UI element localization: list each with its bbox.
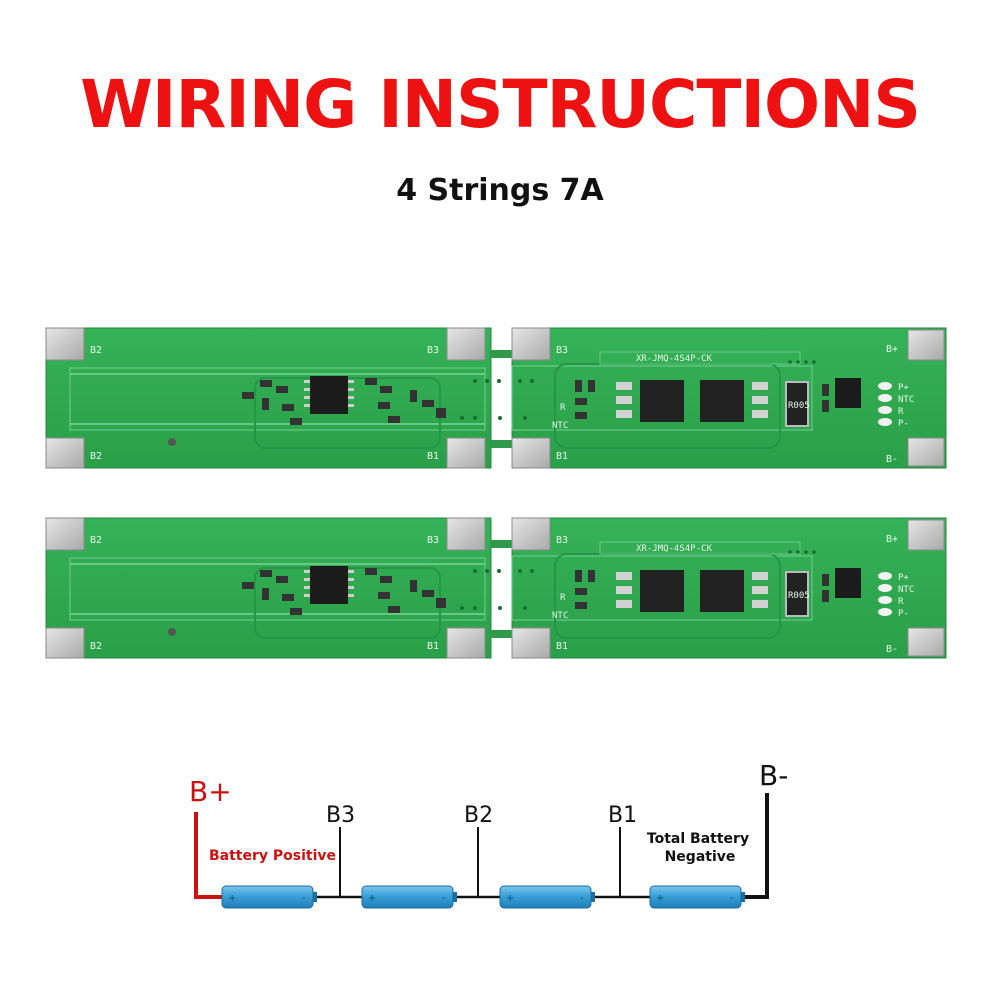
page-subtitle: 4 Strings 7A [396, 173, 604, 208]
b2-label: B2 [464, 803, 493, 828]
positive-wire [194, 812, 222, 899]
b-minus-label: B- [759, 759, 788, 792]
cell-plus-4: + [656, 893, 664, 904]
page-title: WIRING INSTRUCTIONS [80, 66, 921, 143]
cell-plus-1: + [228, 893, 236, 904]
cell-minus-3: - [580, 893, 584, 904]
total-negative-label-line2: Negative [665, 849, 736, 865]
cell-minus-2: - [442, 893, 446, 904]
battery-cell-4 [649, 885, 745, 909]
b1-label: B1 [608, 803, 637, 828]
total-negative-label-line1: Total Battery [647, 831, 749, 847]
battery-cell-1 [221, 885, 317, 909]
battery-cell-2 [361, 885, 457, 909]
cell-plus-3: + [506, 893, 514, 904]
b3-label: B3 [326, 803, 355, 828]
cell-minus-1: - [302, 893, 306, 904]
battery-positive-label: Battery Positive [209, 848, 336, 864]
cell-plus-2: + [368, 893, 376, 904]
cell-minus-4: - [730, 893, 734, 904]
b-plus-label: B+ [189, 775, 232, 808]
negative-wire [742, 793, 769, 899]
battery-cell-3 [499, 885, 595, 909]
